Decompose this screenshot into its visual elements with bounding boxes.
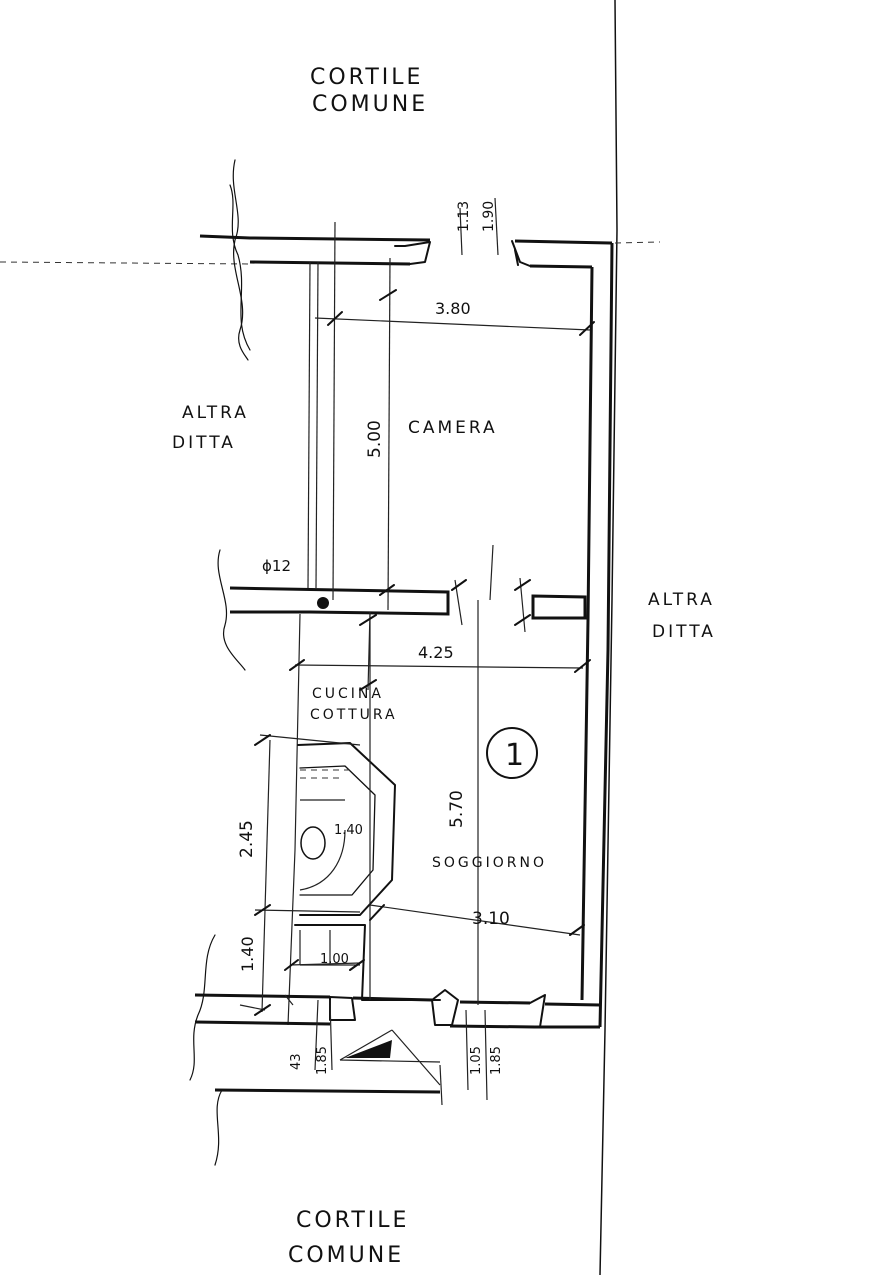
shower-arc <box>299 799 346 891</box>
courtyard-bottom-line1: CORTILE <box>296 1208 409 1233</box>
wall-right-outer <box>598 242 614 1028</box>
room-label-living: SOGGIORNO <box>432 855 547 871</box>
wall-camera-left <box>315 261 319 589</box>
wall-closet <box>294 924 441 1001</box>
dim-closet-width: 1.00 <box>320 952 349 967</box>
break-line-bottom-left <box>189 934 216 1081</box>
dim-bath-depth: 2.45 <box>237 820 257 858</box>
neighbor-left-line1: ALTRA <box>182 403 249 423</box>
dim-door-left-a: 43 <box>289 1053 304 1070</box>
wall-kitchen-bath-inner <box>299 765 376 896</box>
entrance-triangle <box>345 1040 392 1058</box>
neighbor-right-line2: DITTA <box>652 622 716 642</box>
break-line-top-left <box>232 159 249 361</box>
dim-living-depth: 5.70 <box>447 790 467 828</box>
wall-bottom <box>194 993 601 1007</box>
dim-door-left-b: 1.85 <box>315 1046 330 1075</box>
dim-window-top-b: 1.90 <box>481 201 497 232</box>
pipe-diameter-label: ϕ12 <box>262 557 291 575</box>
wall-right-inner <box>580 266 594 1001</box>
entrance-lines <box>339 1029 441 1086</box>
window-jamb-bottom-right <box>529 994 546 1028</box>
dim-camera-depth: 5.00 <box>365 420 385 458</box>
dim-camera-width: 3.80 <box>435 299 471 318</box>
courtyard-bottom-line2: COMUNE <box>288 1243 404 1268</box>
unit-number-circle <box>486 727 538 779</box>
dim-closet-depth: 1.40 <box>238 936 257 972</box>
dim-living-width: 3.10 <box>472 909 510 929</box>
wall-top-camera <box>199 234 612 245</box>
dim-corridor-width: 4.25 <box>418 643 454 662</box>
pipe-circle <box>317 597 329 609</box>
window-top-jamb-left <box>394 241 431 265</box>
dim-window-top-a: 1.13 <box>456 201 472 232</box>
dimension-lines <box>239 197 591 1101</box>
room-label-kitchen-line2: COTTURA <box>310 707 398 723</box>
dim-window-bottom-a: 1.05 <box>469 1046 484 1075</box>
reference-dashed-line <box>0 261 251 265</box>
toilet-fixture <box>300 826 326 860</box>
break-line-top-left-2 <box>229 184 251 351</box>
dimension-ticks <box>254 289 595 1016</box>
room-label-kitchen-line1: CUCINA <box>312 686 384 702</box>
wall-partition-right <box>531 594 587 620</box>
wall-bottom-outer <box>194 1020 600 1029</box>
kitchen-counter-dashed <box>300 769 355 779</box>
door-jamb-left <box>329 996 356 1021</box>
courtyard-top-line2: COMUNE <box>312 92 428 117</box>
room-label-camera: CAMERA <box>408 418 498 438</box>
neighbor-left-line2: DITTA <box>172 433 236 453</box>
wall-lower-return <box>439 1064 443 1106</box>
courtyard-top-line1: CORTILE <box>310 65 423 90</box>
wall-top-camera-inner <box>249 260 593 269</box>
wall-partition <box>229 586 450 616</box>
dim-window-bottom-b: 1.85 <box>489 1046 504 1075</box>
break-line-mid-left <box>217 549 246 671</box>
wall-lower <box>214 1088 441 1094</box>
boundary-line-right <box>599 0 618 1275</box>
unit-number: 1 <box>505 738 524 773</box>
wall-camera-left-outer <box>307 261 311 589</box>
dim-bath-inner: 1.40 <box>334 823 363 838</box>
break-line-bottom-left-2 <box>214 1089 223 1166</box>
door-jamb-right <box>431 989 459 1026</box>
reference-dashed-line-right <box>614 241 661 244</box>
neighbor-right-line1: ALTRA <box>648 590 715 610</box>
window-top-jamb-right <box>511 240 531 267</box>
